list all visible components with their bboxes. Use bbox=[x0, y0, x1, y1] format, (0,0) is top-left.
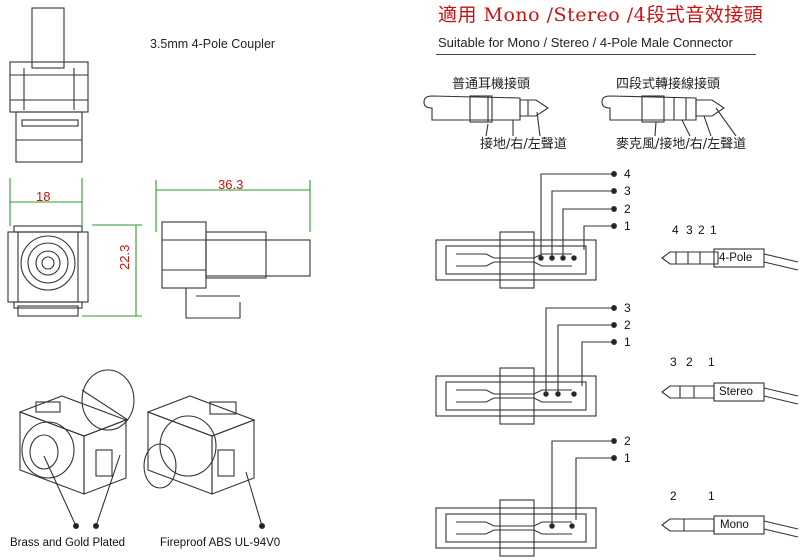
height-dimension bbox=[82, 224, 142, 317]
fourpole-plug-drawing bbox=[601, 95, 737, 137]
plug-pin-label: 1 bbox=[710, 223, 717, 237]
coupler-side-view bbox=[9, 7, 89, 163]
standard-plug-caption: 接地/右/左聲道 bbox=[480, 137, 567, 152]
zh-title: 適用 Mono /Stereo /4段式音效接頭 bbox=[438, 4, 764, 26]
standard-plug-title: 普通耳機接頭 bbox=[452, 77, 531, 92]
plug-pin-label: 2 bbox=[670, 489, 677, 503]
plug-type-label: Mono bbox=[720, 519, 749, 531]
jack-section-stereo bbox=[435, 305, 617, 425]
plug-symbol-mono bbox=[661, 515, 799, 538]
plating-label: Brass and Gold Plated bbox=[10, 537, 126, 549]
pin-label: 3 bbox=[624, 184, 631, 198]
length-value: 36.3 bbox=[218, 177, 244, 192]
material-leaders bbox=[43, 454, 266, 530]
jack-section-4pole bbox=[435, 171, 617, 289]
standard-plug-drawing bbox=[423, 95, 549, 137]
plug-symbol-stereo bbox=[661, 382, 799, 405]
jack-section-mono bbox=[435, 438, 617, 557]
plug-pin-label: 2 bbox=[686, 355, 693, 369]
plug-pin-label: 4 bbox=[672, 223, 679, 237]
pin-label: 2 bbox=[624, 202, 631, 216]
title-underline bbox=[436, 54, 756, 55]
iso-view-left bbox=[18, 369, 135, 495]
pin-label: 1 bbox=[624, 219, 631, 233]
pin-label: 2 bbox=[624, 318, 631, 332]
plug-pin-label: 1 bbox=[708, 489, 715, 503]
coupler-title: 3.5mm 4-Pole Coupler bbox=[150, 37, 276, 51]
plug-pin-label: 3 bbox=[686, 223, 693, 237]
fourpole-plug-title: 四段式轉接線接頭 bbox=[616, 77, 721, 92]
pin-label: 4 bbox=[624, 167, 631, 181]
pin-label: 1 bbox=[624, 451, 631, 465]
pin-label: 3 bbox=[624, 301, 631, 315]
plug-type-label: 4-Pole bbox=[719, 252, 753, 264]
plug-pin-label: 3 bbox=[670, 355, 677, 369]
plug-symbol-4pole bbox=[661, 248, 799, 271]
height-value: 22.3 bbox=[117, 244, 132, 270]
plug-pin-label: 1 bbox=[708, 355, 715, 369]
fourpole-plug-caption: 麥克風/接地/右/左聲道 bbox=[616, 137, 747, 152]
pin-label: 2 bbox=[624, 434, 631, 448]
plug-type-label: Stereo bbox=[719, 386, 753, 398]
coupler-profile-view bbox=[161, 221, 311, 319]
coupler-front-view bbox=[7, 225, 89, 317]
iso-view-right bbox=[143, 395, 256, 495]
plug-pin-label: 2 bbox=[698, 223, 705, 237]
width-dimension bbox=[9, 178, 83, 226]
en-subtitle: Suitable for Mono / Stereo / 4-Pole Male… bbox=[438, 35, 733, 50]
length-dimension bbox=[155, 180, 311, 232]
width-value: 18 bbox=[36, 189, 51, 204]
pin-label: 1 bbox=[624, 335, 631, 349]
housing-label: Fireproof ABS UL-94V0 bbox=[160, 537, 281, 549]
